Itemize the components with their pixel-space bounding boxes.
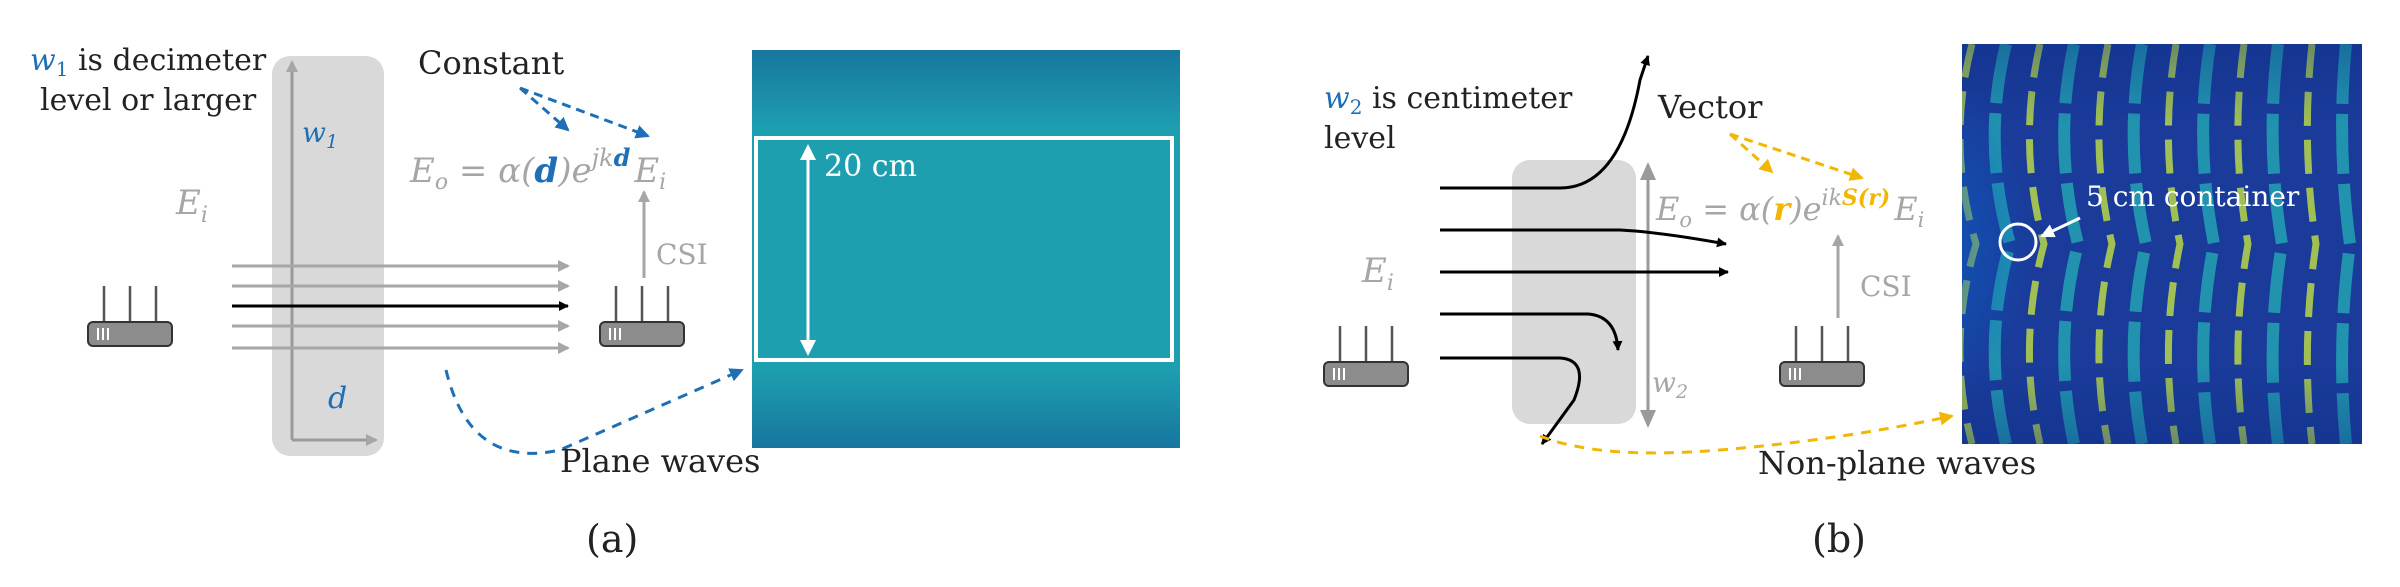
panel-a-constant-arrow-1	[519, 86, 570, 132]
panel-a-incident-label: Ei	[175, 183, 208, 228]
panel-a-plane-rays	[232, 260, 570, 354]
panel-a-wave-caption: Plane waves	[560, 442, 760, 480]
panel-b-caption: (b)	[1812, 517, 1866, 561]
panel-b-slab	[1512, 160, 1636, 424]
panel-b-field-map	[1962, 44, 2362, 444]
panel-b: w2 is centimeter level w2 Ei	[1323, 44, 2362, 561]
panel-a-depth-label: d	[328, 381, 347, 416]
panel-b-container-label: 5 cm container	[2086, 180, 2300, 213]
panel-a-note-line1: w1 is decimeter	[30, 43, 267, 81]
panel-b-note-line2: level	[1324, 121, 1396, 156]
panel-b-vector-arrow-2	[1729, 132, 1864, 181]
panel-a-wave-pointer	[444, 368, 744, 455]
panel-a-csi-label: CSI	[656, 238, 708, 271]
panel-b-note-line1: w2 is centimeter	[1324, 81, 1573, 119]
panel-a-slab-width-label: w1	[302, 116, 338, 153]
router-icon-b-right	[1779, 326, 1865, 387]
router-icon-a-left	[87, 286, 173, 347]
panel-a-scale-label: 20 cm	[824, 149, 917, 184]
panel-b-container-arrow	[2040, 216, 2081, 238]
panel-b-vector-label: Vector	[1657, 88, 1763, 126]
router-icon-a-right	[599, 286, 685, 347]
panel-b-equation: Eo = α(r)eikS(r)Ei	[1655, 185, 1924, 232]
router-icon-b-left	[1323, 326, 1409, 387]
panel-b-vector-arrow-1	[1728, 132, 1774, 174]
panel-b-wave-caption: Non-plane waves	[1758, 444, 2036, 482]
panel-b-slab-width-label: w2	[1652, 366, 1688, 403]
panel-a: w1 is decimeter level or larger w1 d Ei	[30, 43, 1180, 561]
panel-a-note-line2: level or larger	[40, 83, 257, 118]
panel-a-field-map	[752, 50, 1180, 448]
panel-a-slab	[272, 56, 384, 456]
panel-a-highlight-box	[754, 136, 1174, 362]
panel-b-incident-label: Ei	[1361, 251, 1394, 296]
panel-a-caption: (a)	[586, 517, 638, 561]
panel-a-constant-label: Constant	[418, 44, 564, 82]
panel-b-curved-rays	[1440, 55, 1729, 445]
panel-b-wave-pointer	[1539, 411, 1954, 455]
panel-b-container-marker	[1998, 222, 2038, 262]
panel-a-constant-arrow-2	[519, 86, 650, 139]
panel-b-csi-label: CSI	[1860, 270, 1912, 303]
